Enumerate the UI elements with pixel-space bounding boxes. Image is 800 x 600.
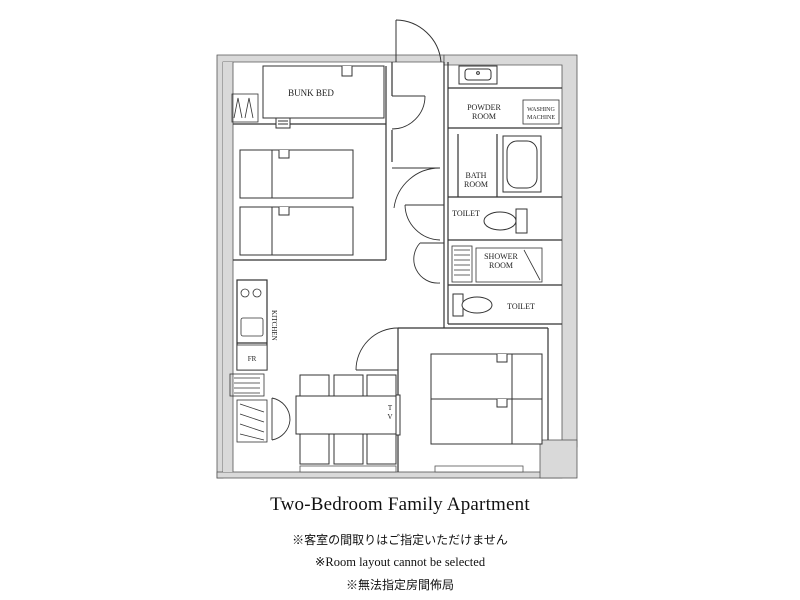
washing-label-2: MACHINE — [527, 115, 555, 121]
kitchen-fixtures — [236, 288, 268, 371]
windows — [299, 465, 524, 473]
bath-room-label-1: BATH — [466, 171, 487, 180]
tv-label-1: T — [388, 404, 393, 412]
toilet-upper — [483, 208, 528, 234]
tv-label-2: V — [387, 413, 392, 421]
closet-lower — [229, 373, 268, 443]
outer-walls — [216, 54, 578, 479]
powder-room-label-1: POWDER — [467, 103, 501, 112]
closet — [231, 93, 259, 123]
note-english: ※Room layout cannot be selected — [314, 555, 486, 569]
bedroom2-beds — [430, 353, 543, 445]
washing-label-1: WASHING — [527, 107, 555, 113]
powder-sink — [458, 65, 498, 85]
bunk-bed-label: BUNK BED — [288, 88, 334, 98]
door-swings — [271, 95, 444, 441]
shower — [451, 245, 543, 283]
note-chinese: ※無法指定房間佈局 — [345, 578, 454, 592]
shower-room-label-2: ROOM — [489, 261, 513, 270]
washing-machine — [522, 99, 560, 125]
interior-walls — [233, 62, 562, 472]
toilet-lower-label: TOILET — [507, 302, 535, 311]
kitchen-label: KITCHEN — [270, 310, 278, 341]
bath-room-label-2: ROOM — [464, 180, 488, 189]
fridge-label: FR — [248, 355, 257, 363]
powder-room-label-2: ROOM — [472, 112, 496, 121]
plan-title: Two-Bedroom Family Apartment — [270, 494, 530, 515]
bedroom1-beds — [239, 149, 354, 256]
dining-set — [295, 374, 401, 465]
bunk-bed — [262, 65, 385, 129]
toilet-upper-label: TOILET — [452, 209, 480, 218]
shower-room-label-1: SHOWER — [484, 252, 518, 261]
toilet-lower — [452, 293, 493, 317]
note-japanese: ※客室の間取りはご指定いただけません — [292, 533, 508, 547]
bathtub — [502, 135, 542, 193]
entry-door — [395, 19, 442, 63]
